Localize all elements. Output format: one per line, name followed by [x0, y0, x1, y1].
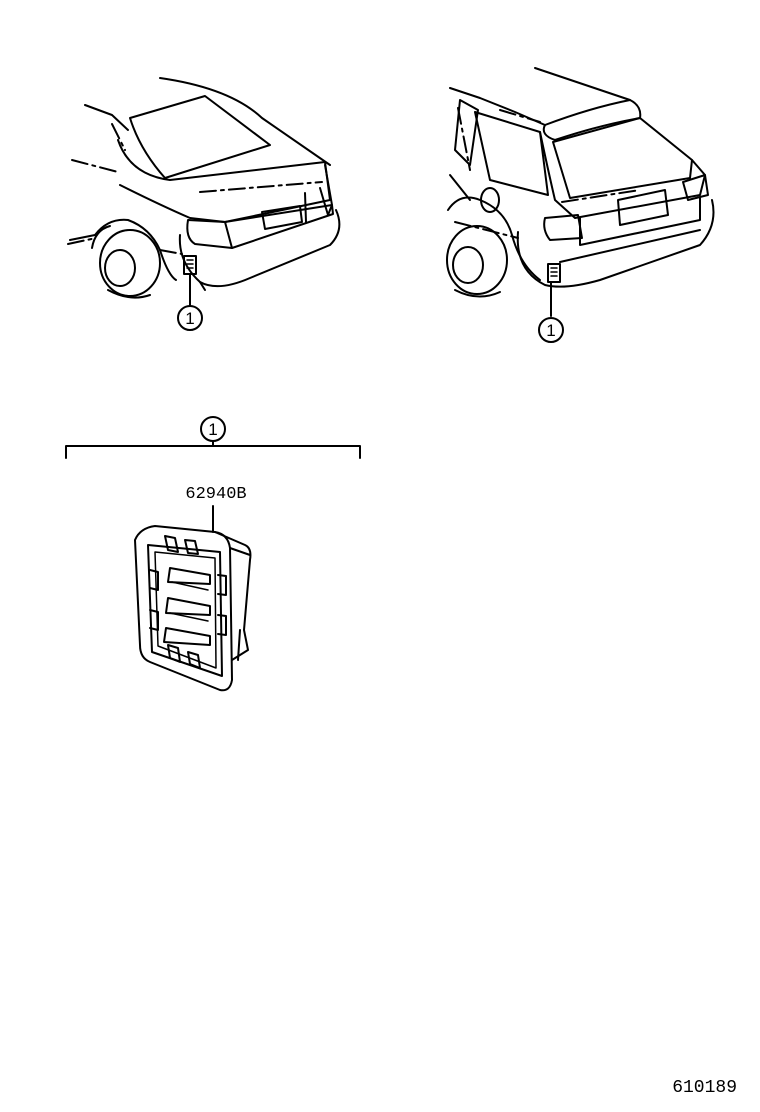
wagon-rear-view-icon: [446, 67, 715, 343]
sedan-rear-view-icon: [67, 77, 341, 331]
callout-wagon: 1: [546, 321, 555, 340]
callout-group: 1: [208, 420, 217, 439]
group-bracket: [65, 416, 361, 459]
callout-sedan: 1: [185, 309, 194, 328]
figure-number: 610189: [672, 1078, 737, 1098]
air-outlet-vent-icon: [134, 505, 252, 692]
part-number-label: 62940B: [185, 485, 246, 504]
